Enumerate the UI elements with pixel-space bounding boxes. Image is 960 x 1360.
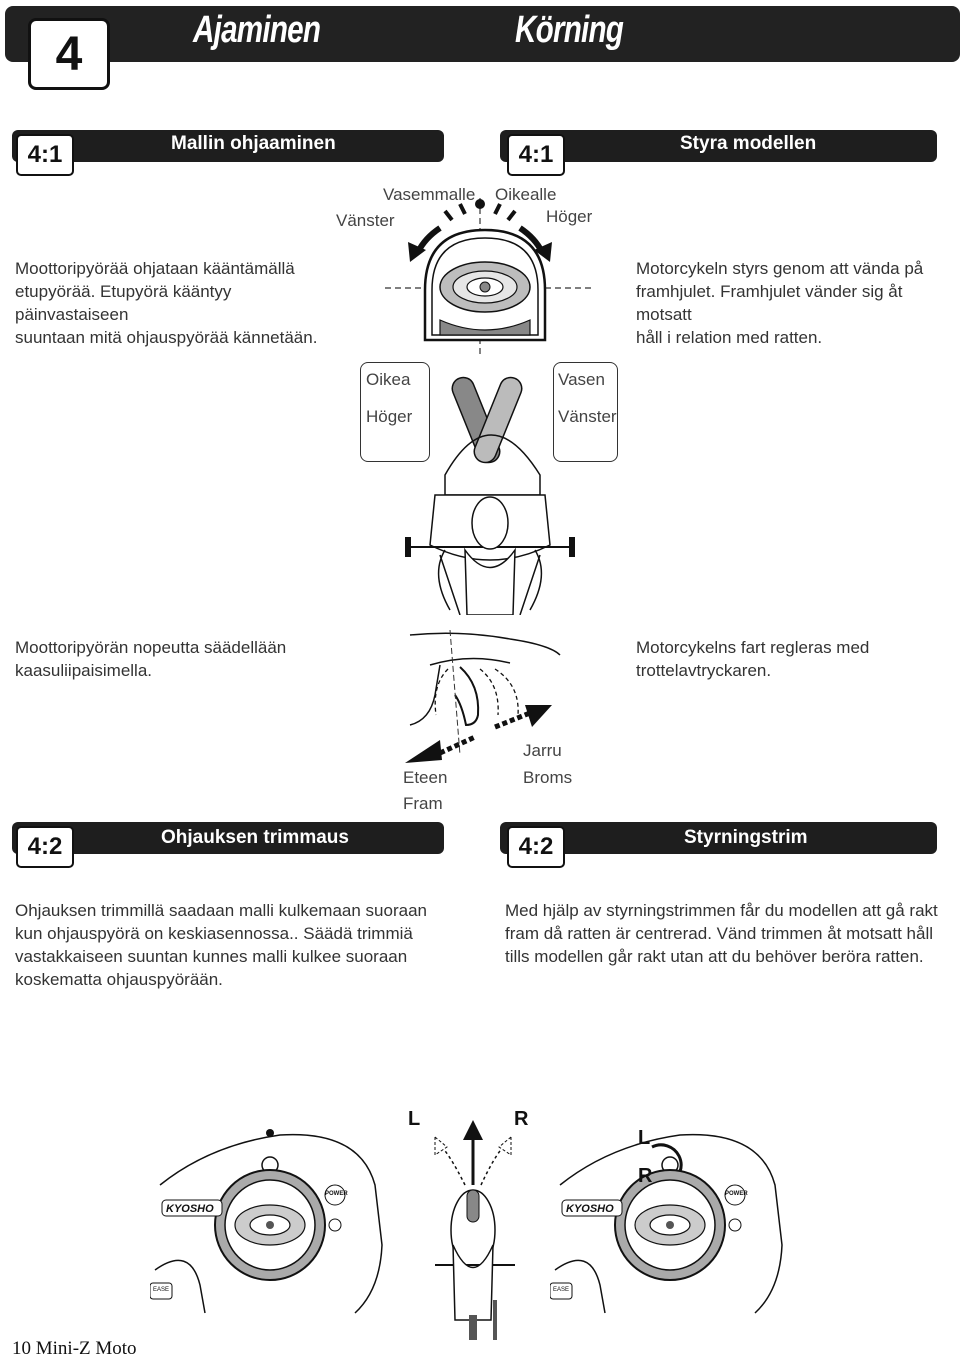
throttle-text-sv: Motorcykelns fart regleras med trottelav…	[636, 638, 870, 680]
wheel-left-label-sv: Vänster	[336, 211, 395, 230]
steering-text-fi: Moottoripyörää ohjataan kääntämällä etup…	[15, 259, 318, 347]
chapter-title-fi: Ajaminen	[193, 9, 321, 51]
throttle-trigger-illustration	[405, 629, 561, 763]
trim-text-sv: Med hjälp av styrningstrimmen får du mod…	[505, 901, 938, 966]
section2-title-sv: Styrningstrim	[684, 827, 808, 848]
trigger-forward-label-fi: Eteen	[403, 768, 448, 787]
trim-right-indicator: R	[514, 1108, 529, 1130]
bike-right-label-sv: Höger	[366, 407, 413, 426]
bike-left-label-sv: Vänster	[558, 407, 617, 426]
power-label-right: POWER	[725, 1191, 748, 1197]
release-label-left: EASE	[153, 1287, 170, 1293]
brand-logo-left: KYOSHO	[166, 1203, 214, 1215]
section2-title-fi: Ohjauksen trimmaus	[161, 827, 349, 848]
release-label-right: EASE	[553, 1287, 570, 1293]
trigger-brake-label-fi: Jarru	[523, 741, 562, 760]
section-number-sv: 4:1	[507, 134, 565, 176]
chapter-number: 4	[28, 18, 110, 90]
section-number-fi: 4:1	[16, 134, 74, 176]
wheel-left-label-fi: Vasemmalle	[383, 185, 476, 204]
section-header-sv	[500, 130, 937, 162]
callout-right	[360, 362, 430, 462]
page-footer: 10 Mini-Z Moto	[12, 1338, 137, 1359]
callout-left	[553, 362, 618, 462]
power-label-left: POWER	[325, 1191, 348, 1197]
transmitter-right-illustration	[550, 1133, 783, 1314]
section2-header-fi	[12, 822, 444, 854]
bike-right-label-fi: Oikea	[366, 370, 411, 389]
trim-left-indicator: L	[408, 1108, 421, 1130]
trigger-forward-label-sv: Fram	[403, 794, 443, 813]
wheel-right-label-fi: Oikealle	[495, 185, 557, 204]
trim-motorcycle-illustration	[434, 1120, 515, 1340]
trim-left-indicator-2: L	[638, 1127, 651, 1149]
trim-right-indicator-2: R	[638, 1165, 653, 1187]
section-title-fi: Mallin ohjaaminen	[171, 133, 336, 154]
trim-text-fi: Ohjauksen trimmillä saadaan malli kulkem…	[15, 901, 427, 989]
section-header-fi	[12, 130, 444, 162]
section2-number-fi: 4:2	[16, 826, 74, 868]
bike-left-label-fi: Vasen	[558, 370, 605, 389]
brand-logo-right: KYOSHO	[566, 1203, 614, 1215]
throttle-text-fi: Moottoripyörän nopeutta säädellään kaasu…	[15, 638, 287, 680]
steering-wheel-illustration	[385, 198, 595, 355]
chapter-header-bar	[5, 6, 960, 62]
transmitter-left-illustration	[150, 1129, 383, 1314]
trigger-brake-label-sv: Broms	[523, 768, 573, 787]
steering-text-sv: Motorcykeln styrs genom att vända på fra…	[636, 259, 924, 347]
wheel-right-label-sv: Höger	[546, 207, 593, 226]
motorcycle-top-view-illustration	[405, 376, 575, 615]
chapter-title-sv: Körning	[515, 9, 624, 51]
section2-header-sv	[500, 822, 937, 854]
section2-number-sv: 4:2	[507, 826, 565, 868]
section-title-sv: Styra modellen	[680, 133, 817, 154]
